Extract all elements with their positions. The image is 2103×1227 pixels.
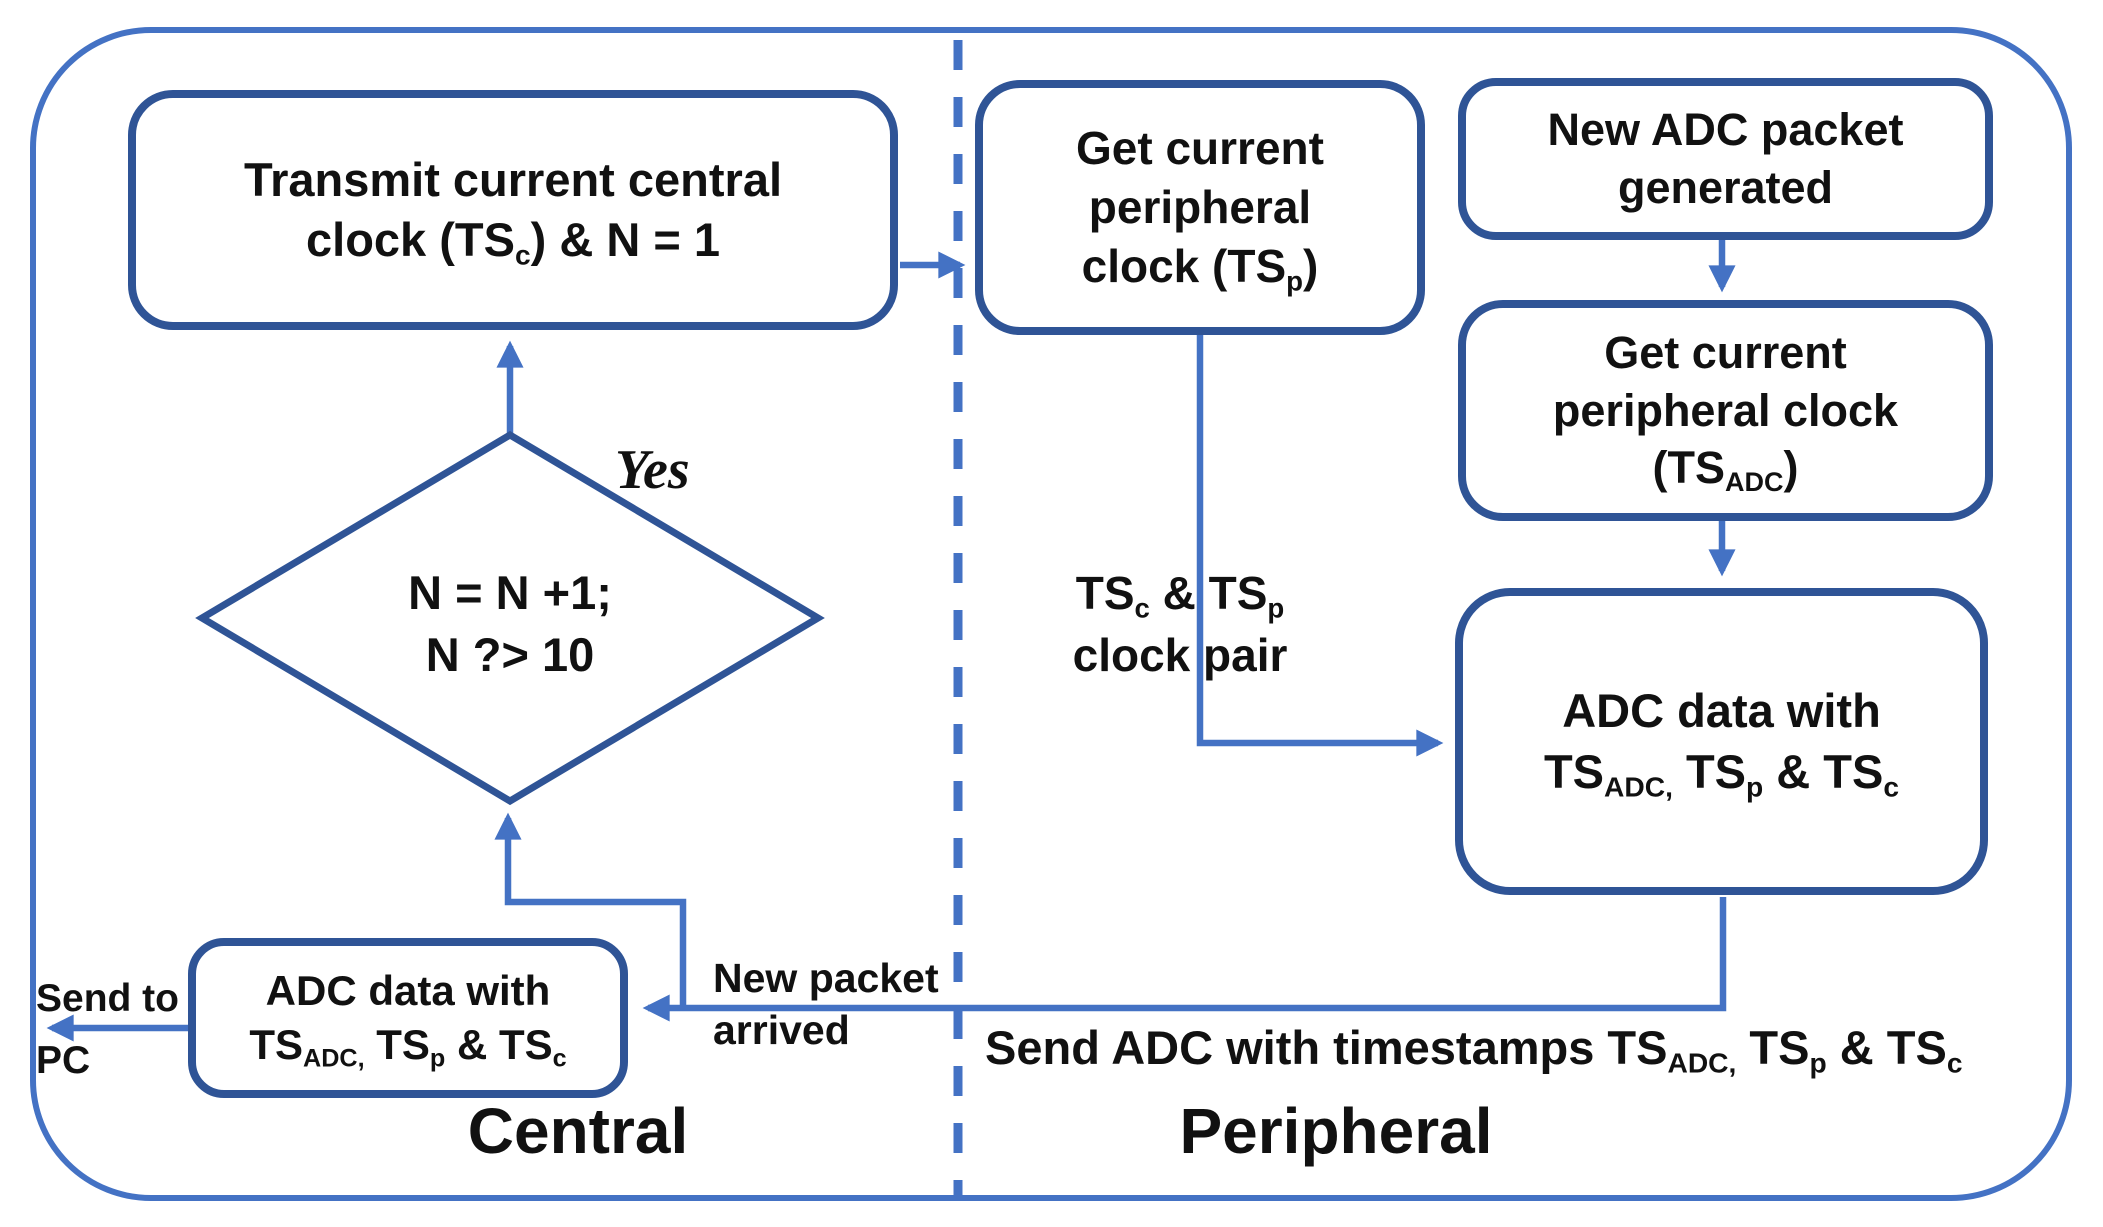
box-line: peripheral: [1088, 181, 1312, 234]
decision-line: N ?> 10: [425, 628, 595, 682]
central-region-title: Central: [467, 1095, 689, 1167]
new-adc-packet-box: New ADC packet generated: [1458, 78, 1993, 240]
arrow-send-adc-to-central: [642, 897, 1727, 1022]
new-packet-line: arrived: [713, 1007, 850, 1054]
decision-line: N = N +1;: [408, 566, 612, 619]
arrow-clockpair-to-adcdata: [1196, 335, 1444, 757]
get-peripheral-clock-box: Get current peripheral clock (TSp): [975, 80, 1425, 335]
new-packet-line: New packet: [713, 955, 939, 1001]
yes-label: Yes: [615, 439, 690, 501]
arrow-newpacket-to-decision: [494, 812, 687, 1008]
send-to-pc-line: PC: [36, 1038, 91, 1082]
box-line: ADC data with: [1562, 684, 1881, 738]
send-adc-timestamps-label: Send ADC with timestamps TSADC, TSp & TS…: [985, 1021, 1963, 1079]
box-line: Get current: [1076, 122, 1324, 175]
box-line: Get current: [1604, 327, 1847, 379]
box-line: Transmit current central: [243, 152, 783, 206]
box-line: (TSADC): [1652, 442, 1799, 498]
send-to-pc-label: Send to PC: [36, 968, 179, 1091]
box-line: TSADC, TSp & TSc: [1543, 744, 1900, 802]
outer-border: [30, 27, 2072, 1201]
box-line: generated: [1617, 162, 1834, 213]
box-line: ADC data with: [265, 967, 551, 1015]
box-line: New ADC packet: [1547, 104, 1904, 156]
adc-data-peripheral-box: ADC data with TSADC, TSp & TSc: [1455, 588, 1988, 895]
get-peripheral-clock-adc-box: Get current peripheral clock (TSADC): [1458, 300, 1993, 521]
peripheral-region-title: Peripheral: [1179, 1095, 1493, 1167]
decision-text: N = N +1; N ?> 10: [310, 562, 710, 686]
clock-pair-line: TSc & TSp: [1075, 567, 1285, 624]
box-line: TSADC, TSp & TSc: [249, 1021, 567, 1073]
transmit-clock-box: Transmit current central clock (TSc) & N…: [128, 90, 898, 330]
box-line: clock (TSp): [1081, 239, 1319, 297]
box-line: peripheral clock: [1552, 384, 1899, 436]
send-to-pc-line: Send to: [36, 977, 179, 1020]
clock-pair-line: clock pair: [1072, 629, 1288, 682]
new-packet-arrived-label: New packet arrived: [713, 952, 939, 1057]
clock-pair-label: TSc & TSp clock pair: [1025, 562, 1335, 686]
decision-diamond: [195, 430, 825, 806]
adc-data-central-box: ADC data with TSADC, TSp & TSc: [188, 938, 628, 1098]
box-line: clock (TSc) & N = 1: [306, 213, 720, 271]
